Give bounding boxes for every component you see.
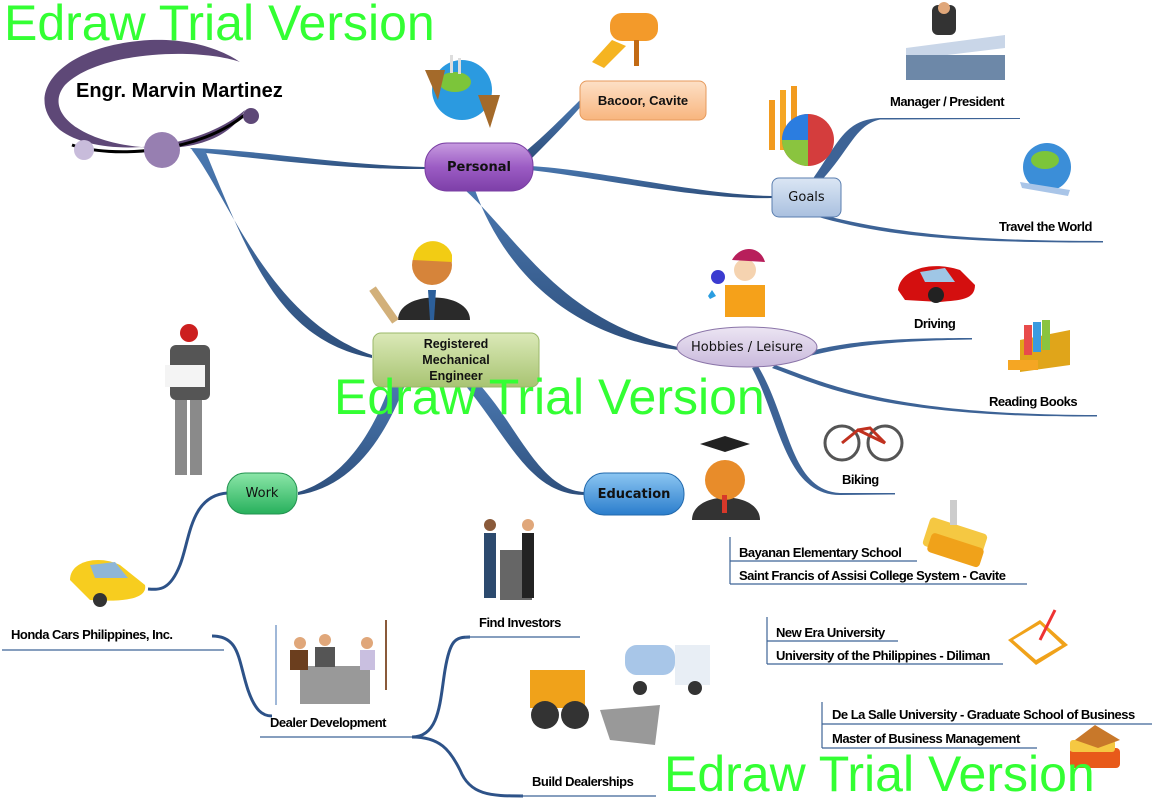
- goal-item[interactable]: Travel the World: [999, 219, 1092, 234]
- branch-goals-manager: [812, 118, 1020, 182]
- education-item[interactable]: De La Salle University - Graduate School…: [832, 707, 1135, 722]
- grad-cap-books-icon: [1070, 725, 1120, 768]
- node-goals-shape: [771, 177, 842, 218]
- branch-personal-hobbies: [465, 190, 678, 350]
- work-role[interactable]: Dealer Development: [270, 715, 387, 730]
- topic-education[interactable]: Education: [597, 486, 671, 502]
- branch-personal-goals: [530, 166, 772, 199]
- education-group-3-lines: [821, 702, 1152, 749]
- graduate-icon: [692, 436, 760, 520]
- topic-address[interactable]: Bacoor, Cavite: [597, 93, 689, 108]
- branch-work-company: [147, 491, 229, 591]
- education-item[interactable]: University of the Philippines - Diliman: [776, 648, 990, 663]
- bicycle-icon: [823, 424, 904, 462]
- red-car-icon: [898, 266, 975, 303]
- node-address-shape: [579, 80, 707, 121]
- node-personal-shape: [424, 142, 534, 192]
- branch-root-personal: [190, 148, 425, 170]
- branch-role-investors: [411, 635, 471, 739]
- work-task[interactable]: Find Investors: [479, 615, 561, 630]
- topic-personal[interactable]: Personal: [447, 159, 511, 175]
- branch-goals-travel: [815, 213, 1103, 243]
- work-company[interactable]: Honda Cars Philippines, Inc.: [11, 627, 173, 642]
- education-item[interactable]: Master of Business Management: [832, 731, 1020, 746]
- jack-in-box-icon: [708, 248, 765, 317]
- branch-role-dealerships: [411, 735, 524, 798]
- root-bubble-small: [74, 140, 94, 160]
- education-item[interactable]: New Era University: [776, 625, 885, 640]
- education-group-1-lines: [729, 537, 1027, 585]
- hobby-item[interactable]: Reading Books: [989, 394, 1078, 409]
- handshake-icon: [484, 519, 534, 600]
- mailbox-icon: [592, 13, 658, 68]
- root-topic[interactable]: Engr. Marvin Martinez: [76, 80, 283, 102]
- root-bubble-large: [144, 132, 180, 168]
- topic-goals[interactable]: Goals: [788, 190, 825, 205]
- goal-item[interactable]: Manager / President: [890, 94, 1005, 109]
- hobby-item[interactable]: Biking: [842, 472, 879, 487]
- branch-root-profession: [192, 150, 372, 358]
- charts-icon: [769, 86, 834, 166]
- topic-work[interactable]: Work: [245, 486, 279, 501]
- node-hobbies-shape: [676, 326, 818, 368]
- topic-profession[interactable]: Registered Mechanical Engineer: [422, 337, 490, 383]
- watermark-bottom: Edraw Trial Version: [664, 746, 1095, 802]
- branch-hobbies-biking: [752, 366, 895, 495]
- branch-profession-work: [298, 385, 405, 495]
- books-shelf-icon: [1008, 320, 1070, 372]
- loader-truck-icon: [530, 645, 710, 745]
- root-bubble-dark: [243, 108, 259, 124]
- education-item[interactable]: Saint Francis of Assisi College System -…: [739, 568, 1006, 583]
- engineer-icon: [369, 241, 470, 324]
- node-profession-shape: [372, 332, 540, 388]
- branch-hobbies-driving: [790, 338, 972, 360]
- worker-blueprint-icon: [165, 324, 210, 475]
- watermark-top: Edraw Trial Version: [4, 0, 435, 51]
- node-work-shape: [226, 472, 298, 515]
- globe-islands-icon: [425, 55, 500, 128]
- branch-company-role: [211, 634, 273, 718]
- chess-books-icon: [922, 500, 988, 568]
- watermark-center: Edraw Trial Version: [334, 369, 765, 425]
- branch-profession-education: [465, 385, 585, 495]
- yellow-car-icon: [70, 560, 146, 607]
- node-education-shape: [583, 472, 685, 516]
- hobby-item[interactable]: Driving: [914, 316, 956, 331]
- meeting-icon: [275, 620, 387, 705]
- root-ellipse: [44, 39, 259, 168]
- education-item[interactable]: Bayanan Elementary School: [739, 545, 902, 560]
- work-task[interactable]: Build Dealerships: [532, 774, 634, 789]
- clipboard-pencil-icon: [1008, 609, 1068, 665]
- topic-hobbies[interactable]: Hobbies / Leisure: [691, 339, 803, 355]
- education-group-2-lines: [766, 617, 1003, 665]
- manager-desk-icon: [906, 2, 1005, 80]
- branch-personal-address: [525, 100, 583, 158]
- travel-globe-icon: [1020, 143, 1071, 196]
